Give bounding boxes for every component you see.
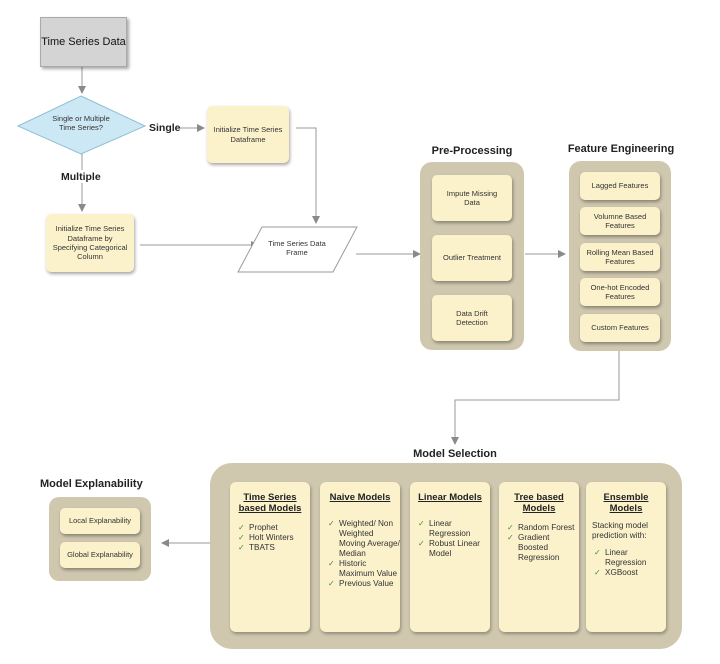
ensemble-intro: Stacking model prediction with: (592, 520, 648, 540)
feature-item: One-hot Encoded Features (580, 278, 660, 306)
custom-label: Custom Features (591, 323, 649, 333)
arrow-features-to-models (451, 350, 620, 445)
model-column: Ensemble Models Stacking model predictio… (586, 482, 666, 632)
model-item: Holt Winters (238, 533, 310, 543)
drift-label: Data Drift Detection (456, 308, 488, 327)
model-item: Weighted/ Non Weighted Moving Average/ M… (328, 519, 400, 559)
model-item: Historic Maximum Value (328, 559, 400, 579)
multiple-label: Multiple (61, 171, 101, 183)
preprocessing-title: Pre-Processing (431, 145, 513, 157)
feature-item: Lagged Features (580, 172, 660, 200)
model-column: Tree based Models Random Forest Gradient… (499, 482, 579, 632)
model-column-title: Time Series based Models (238, 492, 302, 515)
impute-label: Impute Missing Data (446, 188, 498, 207)
explainability-title: Model Explanability (40, 478, 143, 490)
model-item: Random Forest (507, 523, 579, 533)
model-column-title: Ensemble Models (603, 492, 649, 515)
init-multiple-label: Initialize Time Series Dataframe by Spec… (52, 224, 128, 262)
model-item: Previous Value (328, 579, 400, 589)
model-item: Linear Regression (418, 519, 490, 539)
model-item: Gradient Boosted Regression (507, 533, 579, 563)
decision-diamond (16, 95, 147, 155)
rolling-label: Rolling Mean Based Features (586, 247, 654, 266)
model-item: Prophet (238, 523, 310, 533)
model-column-title: Tree based Models (514, 492, 564, 515)
local-explainability-label: Local Explanability (68, 516, 132, 526)
model-item: XGBoost (594, 568, 666, 578)
time-series-data-box: Time Series Data (40, 17, 127, 67)
feature-item: Custom Features (580, 314, 660, 342)
init-single-label: Initialize Time Series Dataframe (213, 125, 283, 144)
preprocessing-item: Impute Missing Data (432, 175, 512, 221)
ts-frame-label: Time Series Data Frame (268, 239, 326, 258)
model-column: Linear Models Linear Regression Robust L… (410, 482, 490, 632)
decision-label: Single or Multiple Time Series? (52, 114, 110, 133)
preprocessing-item: Data Drift Detection (432, 295, 512, 341)
ts-frame-shape (237, 226, 358, 273)
global-explainability-label: Global Explanability (67, 550, 133, 560)
explainability-item: Global Explanability (60, 542, 140, 568)
outlier-label: Outlier Treatment (443, 253, 501, 263)
init-single-box: Initialize Time Series Dataframe (207, 106, 289, 163)
model-column-title: Linear Models (418, 492, 482, 503)
model-column: Naive Models Weighted/ Non Weighted Movi… (320, 482, 400, 632)
volume-label: Volumne Based Features (593, 211, 647, 230)
model-column-title: Naive Models (329, 492, 391, 503)
feature-engineering-title: Feature Engineering (567, 143, 675, 155)
time-series-data-label: Time Series Data (41, 36, 126, 48)
model-item: TBATS (238, 543, 310, 553)
single-label: Single (149, 122, 181, 134)
preprocessing-item: Outlier Treatment (432, 235, 512, 281)
feature-item: Rolling Mean Based Features (580, 243, 660, 271)
model-item: Robust Linear Model (418, 539, 490, 559)
arrow-single-to-frame (296, 127, 320, 224)
feature-item: Volumne Based Features (580, 207, 660, 235)
model-selection-title: Model Selection (413, 448, 497, 460)
init-multiple-box: Initialize Time Series Dataframe by Spec… (46, 214, 134, 272)
lagged-label: Lagged Features (591, 181, 649, 191)
explainability-item: Local Explanability (60, 508, 140, 534)
onehot-label: One-hot Encoded Features (590, 282, 650, 301)
model-item: Linear Regression (594, 548, 666, 568)
model-column: Time Series based Models Prophet Holt Wi… (230, 482, 310, 632)
